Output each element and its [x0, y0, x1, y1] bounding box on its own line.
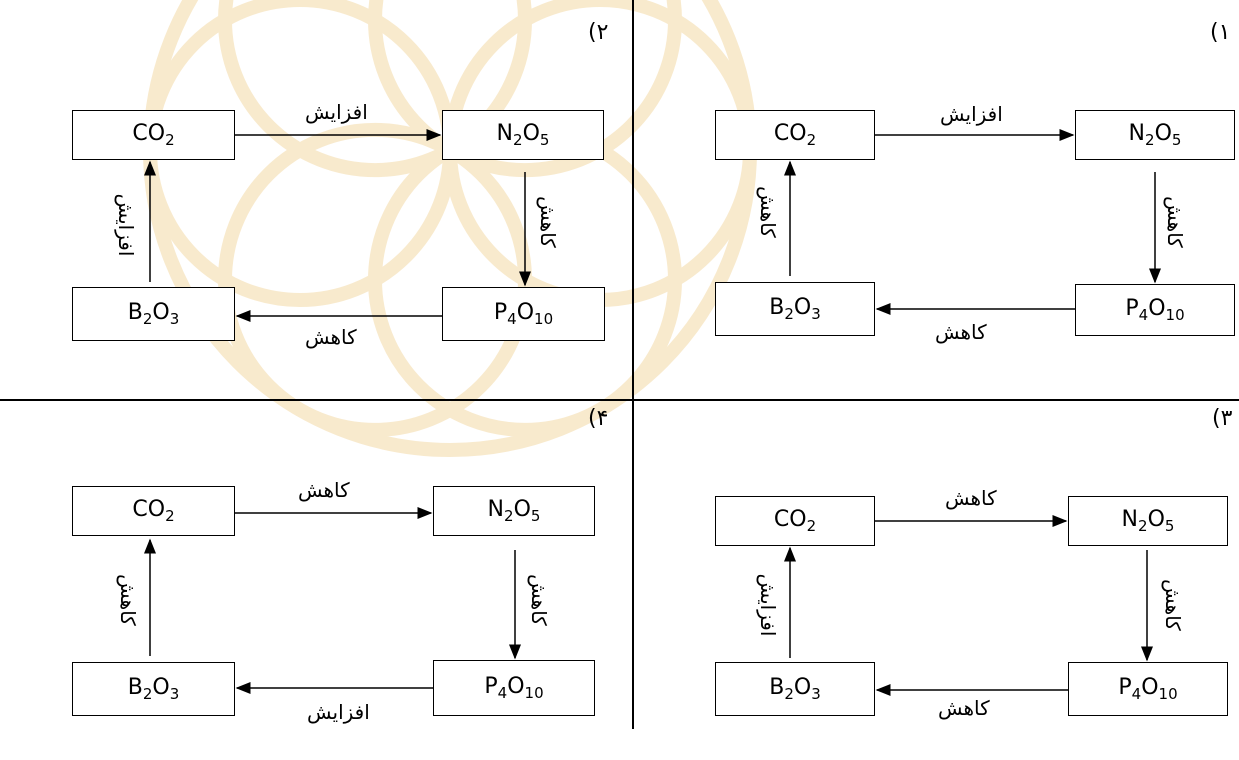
- arrows: [144, 507, 521, 694]
- option-panel-4: (۴ CO2 N2O5 B2O3 P4O10 کاهش کاهش افزایش …: [0, 400, 620, 760]
- option-number: (۱: [1210, 20, 1231, 45]
- b2o3-formula: B2O3: [127, 300, 180, 328]
- label-bottom: افزایش: [307, 700, 370, 724]
- co2-formula: CO2: [773, 507, 817, 535]
- horizontal-divider: [0, 399, 1239, 401]
- arrows: [784, 129, 1161, 315]
- n2o5-formula: N2O5: [1121, 507, 1175, 535]
- label-top: افزایش: [305, 100, 368, 124]
- label-left: افزایش: [114, 193, 138, 257]
- co2-formula: CO2: [773, 121, 817, 149]
- co2-box: CO2: [72, 486, 235, 536]
- b2o3-box: B2O3: [72, 287, 235, 341]
- label-top: کاهش: [298, 478, 350, 502]
- option-panel-3: (۳ CO2 N2O5 B2O3 P4O10 کاهش کاهش کاهش اف…: [640, 400, 1239, 760]
- n2o5-formula: N2O5: [487, 497, 541, 525]
- label-top: افزایش: [940, 102, 1003, 126]
- b2o3-box: B2O3: [72, 662, 235, 716]
- label-left: افزایش: [756, 573, 780, 637]
- n2o5-formula: N2O5: [1128, 121, 1182, 149]
- vertical-divider: [632, 0, 634, 729]
- n2o5-box: N2O5: [1075, 110, 1235, 160]
- option-number: (۴: [588, 406, 609, 431]
- option-number: (۳: [1212, 406, 1233, 431]
- label-right: کاهش: [527, 574, 551, 626]
- b2o3-formula: B2O3: [769, 675, 821, 703]
- b2o3-formula: B2O3: [769, 295, 821, 323]
- p4o10-formula: P4O10: [1125, 296, 1185, 324]
- co2-box: CO2: [72, 110, 235, 160]
- label-bottom: کاهش: [938, 696, 990, 720]
- n2o5-box: N2O5: [442, 110, 604, 160]
- label-right: کاهش: [1163, 196, 1187, 248]
- n2o5-formula: N2O5: [496, 121, 550, 149]
- co2-box: CO2: [715, 496, 875, 546]
- label-right: کاهش: [1161, 579, 1185, 631]
- option-panel-2: (۲ CO2 N2O5 B2O3 P4O10 افزایش کاهش کاهش …: [0, 0, 620, 360]
- p4o10-formula: P4O10: [493, 300, 554, 328]
- label-top: کاهش: [945, 486, 997, 510]
- label-bottom: کاهش: [305, 325, 357, 349]
- label-bottom: کاهش: [935, 320, 987, 344]
- p4o10-formula: P4O10: [484, 674, 544, 702]
- co2-formula: CO2: [132, 121, 175, 149]
- n2o5-box: N2O5: [1068, 496, 1228, 546]
- p4o10-box: P4O10: [433, 660, 595, 716]
- arrows: [784, 515, 1153, 696]
- b2o3-box: B2O3: [715, 662, 875, 716]
- p4o10-formula: P4O10: [1118, 675, 1178, 703]
- p4o10-box: P4O10: [442, 287, 605, 341]
- option-number: (۲: [588, 20, 609, 45]
- co2-formula: CO2: [132, 497, 175, 525]
- option-panel-1: (۱ CO2 N2O5 B2O3 P4O10 افزایش کاهش کاهش …: [640, 0, 1239, 360]
- label-left: کاهش: [116, 574, 140, 626]
- p4o10-box: P4O10: [1075, 284, 1235, 336]
- label-left: کاهش: [756, 186, 780, 238]
- p4o10-box: P4O10: [1068, 662, 1228, 716]
- n2o5-box: N2O5: [433, 486, 595, 536]
- label-right: کاهش: [536, 196, 560, 248]
- b2o3-box: B2O3: [715, 282, 875, 336]
- co2-box: CO2: [715, 110, 875, 160]
- b2o3-formula: B2O3: [127, 675, 180, 703]
- arrows: [144, 129, 531, 322]
